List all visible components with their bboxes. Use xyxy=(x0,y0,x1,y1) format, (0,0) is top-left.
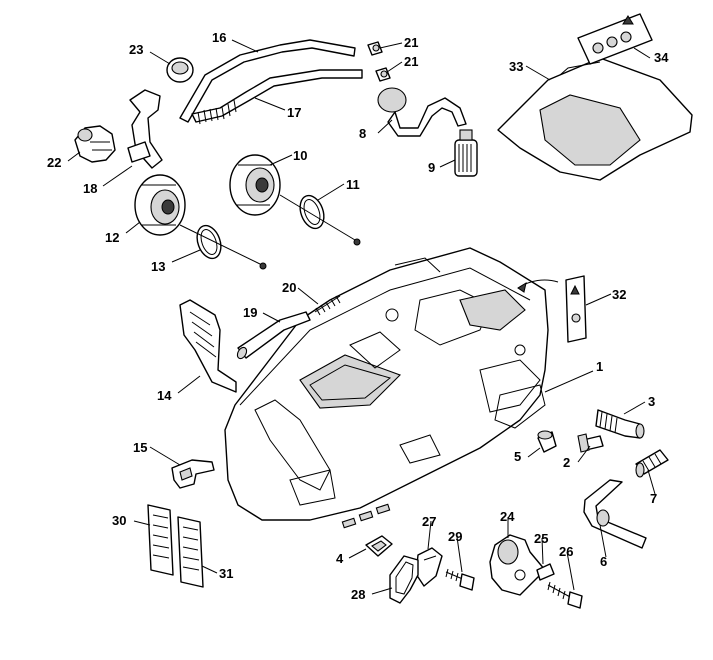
part-34-decal xyxy=(577,13,653,65)
part-1-housing xyxy=(224,247,549,529)
callout-13: 13 xyxy=(151,259,165,274)
callout-4: 4 xyxy=(336,551,344,566)
part-12-carb-body xyxy=(134,174,186,236)
callout-3: 3 xyxy=(648,394,655,409)
part-32-warning-label xyxy=(517,275,587,343)
callout-18: 18 xyxy=(83,181,97,196)
callout-20: 20 xyxy=(282,280,296,295)
part-6-bent-rod xyxy=(583,479,647,549)
callout-10: 10 xyxy=(293,148,307,163)
callout-34: 34 xyxy=(654,50,669,65)
part-26-screw xyxy=(547,581,583,609)
part-20-spring xyxy=(314,295,341,316)
callout-14: 14 xyxy=(157,388,172,403)
part-17-spring-hose xyxy=(191,69,363,125)
callout-29: 29 xyxy=(448,529,462,544)
callout-8: 8 xyxy=(359,126,366,141)
part-4-pad xyxy=(365,535,393,557)
part-3-threaded-fitting xyxy=(595,409,645,439)
part-15-clip xyxy=(171,459,215,489)
callout-33: 33 xyxy=(509,59,523,74)
part-24-bracket xyxy=(489,534,546,596)
callout-16: 16 xyxy=(212,30,226,45)
callout-22: 22 xyxy=(47,155,61,170)
callout-23: 23 xyxy=(129,42,143,57)
part-8-fuel-line xyxy=(377,87,467,137)
part-23-grommet xyxy=(166,57,194,83)
callout-5: 5 xyxy=(514,449,521,464)
part-16-hose xyxy=(179,39,356,123)
part-31-pad xyxy=(177,516,204,588)
callout-21a: 21 xyxy=(404,35,418,50)
callout-31: 31 xyxy=(219,566,233,581)
part-28-gasket xyxy=(389,555,419,604)
part-2-screw xyxy=(577,433,604,453)
part-5-sleeve xyxy=(537,430,557,453)
part-7-adjuster xyxy=(635,449,669,478)
part-10-carb-body xyxy=(229,154,281,216)
callout-26: 26 xyxy=(559,544,573,559)
callout-1: 1 xyxy=(596,359,603,374)
callout-15: 15 xyxy=(133,440,147,455)
part-21b-nipple xyxy=(375,67,391,82)
part-30-pad xyxy=(147,504,174,576)
part-21a-nipple xyxy=(367,41,383,56)
callout-11: 11 xyxy=(346,177,360,192)
part-18-bent-tube xyxy=(127,89,163,169)
callout-32: 32 xyxy=(612,287,626,302)
part-25-screw xyxy=(536,563,555,581)
part-22-primer-bulb xyxy=(74,125,116,163)
part-29-screw xyxy=(445,568,475,591)
leader-lines xyxy=(67,39,656,595)
callout-28: 28 xyxy=(351,587,365,602)
part-19-sleeve-hose xyxy=(236,311,311,360)
callout-6: 6 xyxy=(600,554,607,569)
part-11-oring xyxy=(279,194,361,246)
callout-24: 24 xyxy=(500,509,515,524)
callout-17: 17 xyxy=(287,105,301,120)
callout-25: 25 xyxy=(534,531,548,546)
callout-7: 7 xyxy=(650,491,657,506)
part-14-bracket-plate xyxy=(179,299,237,393)
part-13-oring xyxy=(179,224,267,270)
callout-21b: 21 xyxy=(404,54,418,69)
part-27-clip xyxy=(415,547,443,587)
callout-2: 2 xyxy=(563,455,570,470)
callout-9: 9 xyxy=(428,160,435,175)
callout-27: 27 xyxy=(422,514,436,529)
callout-30: 30 xyxy=(112,513,126,528)
part-33-cover xyxy=(497,57,693,181)
part-9-fuel-filter xyxy=(454,129,478,177)
callout-19: 19 xyxy=(243,305,257,320)
callout-12: 12 xyxy=(105,230,119,245)
callout-labels: 1 2 3 4 5 6 7 8 9 10 11 12 13 14 15 16 1… xyxy=(47,30,669,602)
